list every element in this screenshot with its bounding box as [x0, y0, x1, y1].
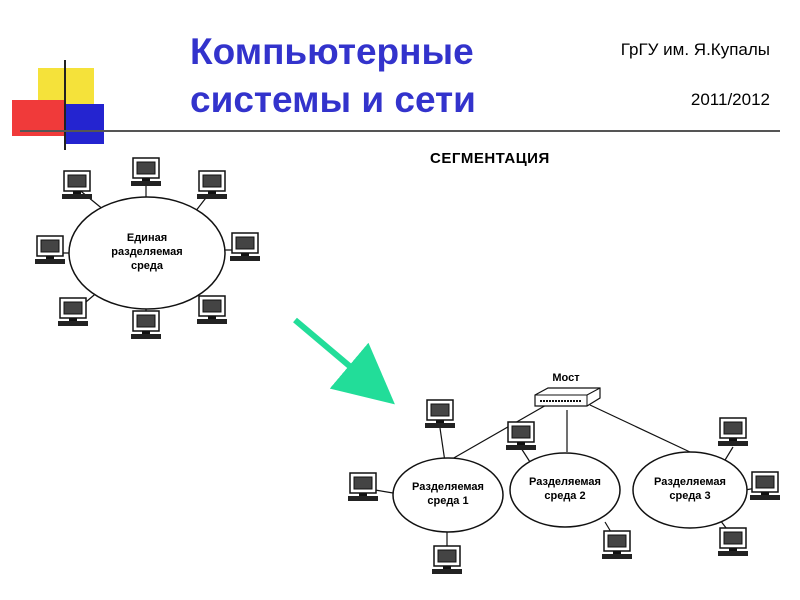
segment-2-ellipse: [509, 452, 621, 528]
slide-subtitle: СЕГМЕНТАЦИЯ: [430, 150, 550, 167]
shared-medium-ellipse: [68, 196, 226, 310]
computer-icon: [196, 170, 228, 200]
title-line-2: системы и сети: [190, 79, 476, 120]
bottom-network: Мост Разделяемая среда 1 Разделяемая сре…: [347, 372, 781, 575]
segment-3-label-2: среда 3: [669, 490, 710, 502]
segment-2-label-2: среда 2: [544, 490, 585, 502]
computer-icon: [601, 530, 633, 560]
bridge-device: [534, 387, 601, 407]
segment-1-label-1: Разделяемая: [412, 481, 484, 493]
year-label: 2011/2012: [690, 90, 770, 109]
slide-title: Компьютерные системы и сети: [190, 28, 530, 124]
segment-1-ellipse: [392, 457, 504, 533]
computer-icon: [130, 157, 162, 187]
computer-icon: [57, 297, 89, 327]
computer-icon: [505, 421, 537, 451]
computer-icon: [717, 417, 749, 447]
shared-medium-label-1: Единая: [127, 232, 167, 244]
computer-icon: [717, 527, 749, 557]
computer-icon: [61, 170, 93, 200]
bridge-label: Мост: [552, 372, 580, 384]
organization-label: ГрГУ им. Я.Купалы: [620, 40, 770, 59]
computer-icon: [424, 399, 456, 429]
transition-arrow: [293, 317, 395, 405]
computer-icon: [130, 310, 162, 340]
segment-1-label-2: среда 1: [427, 495, 468, 507]
computer-icon: [749, 471, 781, 501]
deco-vertical-line: [64, 60, 66, 150]
deco-blue-square: [64, 104, 104, 144]
top-network: Единая разделяемая среда: [34, 157, 261, 340]
segment-2-label-1: Разделяемая: [529, 476, 601, 488]
computer-icon: [34, 235, 66, 265]
computer-icon: [229, 232, 261, 262]
computer-icon: [347, 472, 379, 502]
deco-horizontal-line: [20, 130, 780, 132]
shared-medium-label-3: среда: [131, 260, 164, 272]
title-line-1: Компьютерные: [190, 31, 474, 72]
computer-icon: [196, 295, 228, 325]
segment-3-ellipse: [632, 451, 748, 529]
segment-3-label-1: Разделяемая: [654, 476, 726, 488]
shared-medium-label-2: разделяемая: [111, 246, 182, 258]
computer-icon: [431, 545, 463, 575]
